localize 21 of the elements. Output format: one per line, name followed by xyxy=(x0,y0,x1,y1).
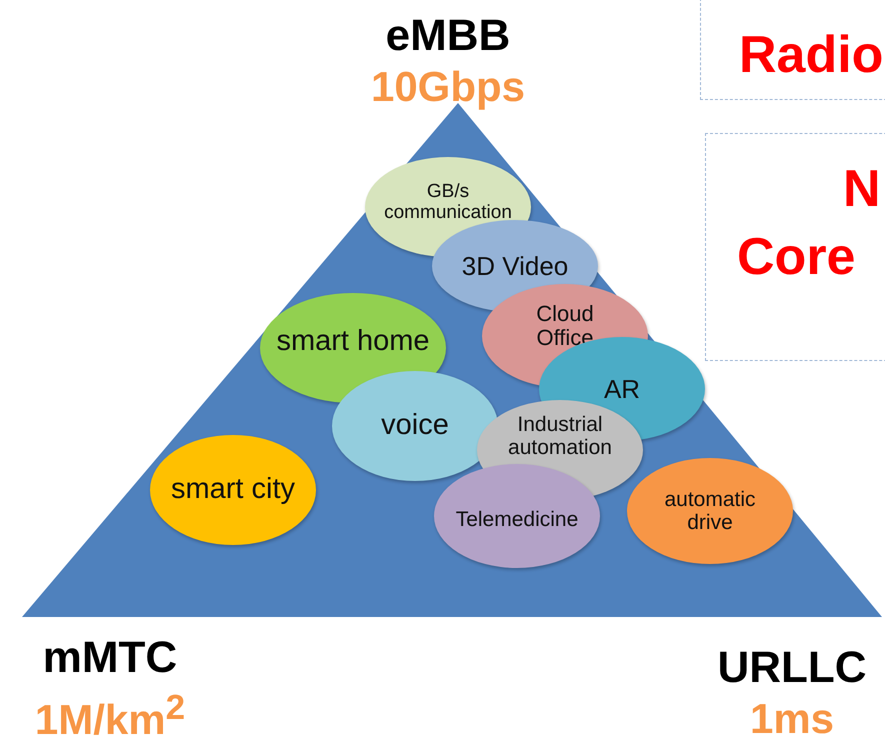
vertex-label: URLLC xyxy=(717,646,867,690)
ellipse-label: Telemedicine xyxy=(456,508,578,532)
ellipse-label: AR xyxy=(604,374,640,404)
ellipse-label: Industrial automation xyxy=(507,412,613,460)
ellipse-label: Cloud Office xyxy=(535,302,595,350)
ellipse-label: automatic drive xyxy=(663,488,757,534)
text-panel xyxy=(700,0,885,100)
text-panel xyxy=(705,133,885,361)
ellipse-label: 3D Video xyxy=(462,252,568,280)
vertex-label: eMBB xyxy=(386,14,510,58)
vertex-value: 1M/km$^{2}$ xyxy=(34,690,186,741)
ellipse-label: GB/s communication xyxy=(383,182,513,224)
ellipse-label: smart home xyxy=(276,326,430,358)
ellipse-label: voice xyxy=(381,410,449,442)
vertex-label: mMTC xyxy=(42,636,178,680)
panel-heading: Core xyxy=(737,231,856,283)
panel-heading: Radio xyxy=(739,29,884,81)
vertex-value: 1ms xyxy=(750,698,834,740)
panel-heading: N xyxy=(843,163,881,215)
ellipse-label: smart city xyxy=(170,474,296,506)
vertex-value: 10Gbps xyxy=(370,66,526,108)
